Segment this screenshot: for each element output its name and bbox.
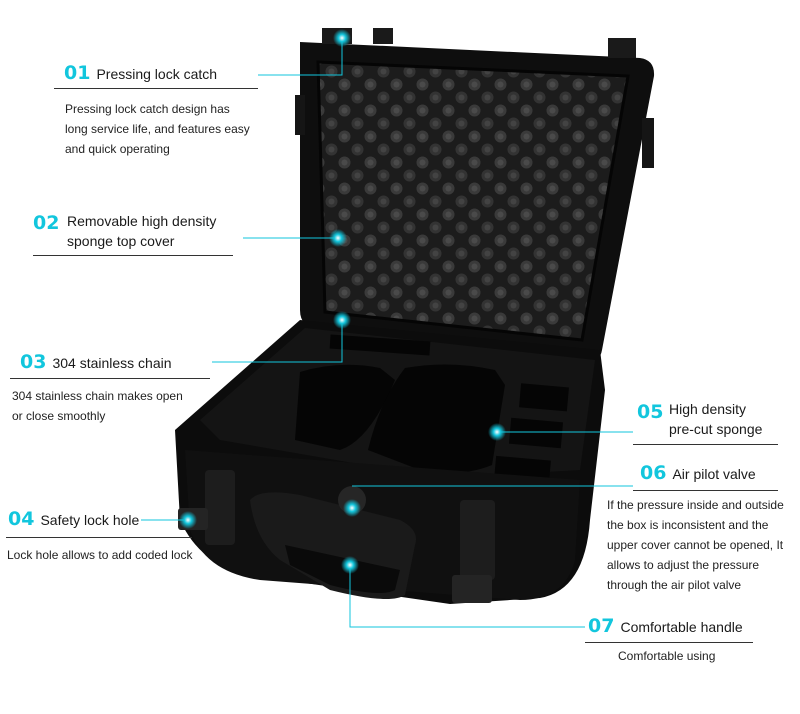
- divider: [585, 642, 753, 643]
- callout-06: 06 Air pilot valve: [640, 463, 756, 484]
- callout-03-description: 304 stainless chain makes open or close …: [12, 386, 183, 426]
- description-line: through the air pilot valve: [607, 578, 742, 592]
- callout-title: 304 stainless chain: [52, 355, 172, 371]
- leader-lines: [141, 40, 633, 628]
- divider: [633, 490, 778, 491]
- case-lid: [295, 28, 655, 362]
- callout-01-description: Pressing lock catch design has long serv…: [65, 99, 250, 159]
- callout-number: 06: [640, 462, 667, 484]
- callout-number: 05: [637, 401, 664, 423]
- divider: [6, 537, 192, 538]
- callout-07-description: Comfortable using: [618, 646, 715, 666]
- description-line: allows to adjust the pressure: [607, 558, 760, 572]
- description-line: the box is inconsistent and the: [607, 518, 769, 532]
- description-line: and quick operating: [65, 142, 170, 156]
- divider: [33, 255, 233, 256]
- callout-number: 03: [20, 351, 47, 373]
- callout-06-description: If the pressure inside and outside the b…: [607, 495, 784, 595]
- callout-title: pre-cut sponge: [669, 421, 763, 437]
- callout-number: 07: [588, 615, 615, 637]
- callout-title: Air pilot valve: [672, 466, 756, 482]
- case-base: [175, 320, 605, 604]
- description-line: upper cover cannot be opened, It: [607, 538, 784, 552]
- callout-02: 02 Removable high density sponge top cov…: [33, 211, 216, 251]
- callout-07: 07 Comfortable handle: [588, 616, 743, 637]
- callout-title: Removable high density: [67, 213, 217, 229]
- callout-04: 04 Safety lock hole: [8, 509, 139, 530]
- callout-number: 04: [8, 508, 35, 530]
- callout-title: Pressing lock catch: [96, 66, 218, 82]
- callout-number: 01: [64, 62, 91, 84]
- divider: [10, 378, 210, 379]
- callout-title: sponge top cover: [67, 233, 175, 249]
- callout-05: 05 High density pre-cut sponge: [637, 399, 762, 439]
- description-line: long service life, and features easy: [65, 122, 250, 136]
- callout-title: Comfortable handle: [620, 619, 743, 635]
- divider: [633, 444, 778, 445]
- divider: [54, 88, 258, 89]
- description-line: Pressing lock catch design has: [65, 102, 230, 116]
- callout-number: 02: [33, 212, 60, 234]
- description-line: Comfortable using: [618, 649, 716, 663]
- callout-04-description: Lock hole allows to add coded lock: [7, 545, 192, 565]
- callout-title: Safety lock hole: [40, 512, 140, 528]
- description-line: 304 stainless chain makes open: [12, 389, 183, 403]
- description-line: or close smoothly: [12, 409, 106, 423]
- callout-title: High density: [669, 401, 747, 417]
- callout-01: 01 Pressing lock catch: [64, 63, 217, 84]
- callout-dots: [179, 29, 506, 574]
- description-line: Lock hole allows to add coded lock: [7, 548, 193, 562]
- callout-03: 03 304 stainless chain: [20, 352, 172, 373]
- description-line: If the pressure inside and outside: [607, 498, 784, 512]
